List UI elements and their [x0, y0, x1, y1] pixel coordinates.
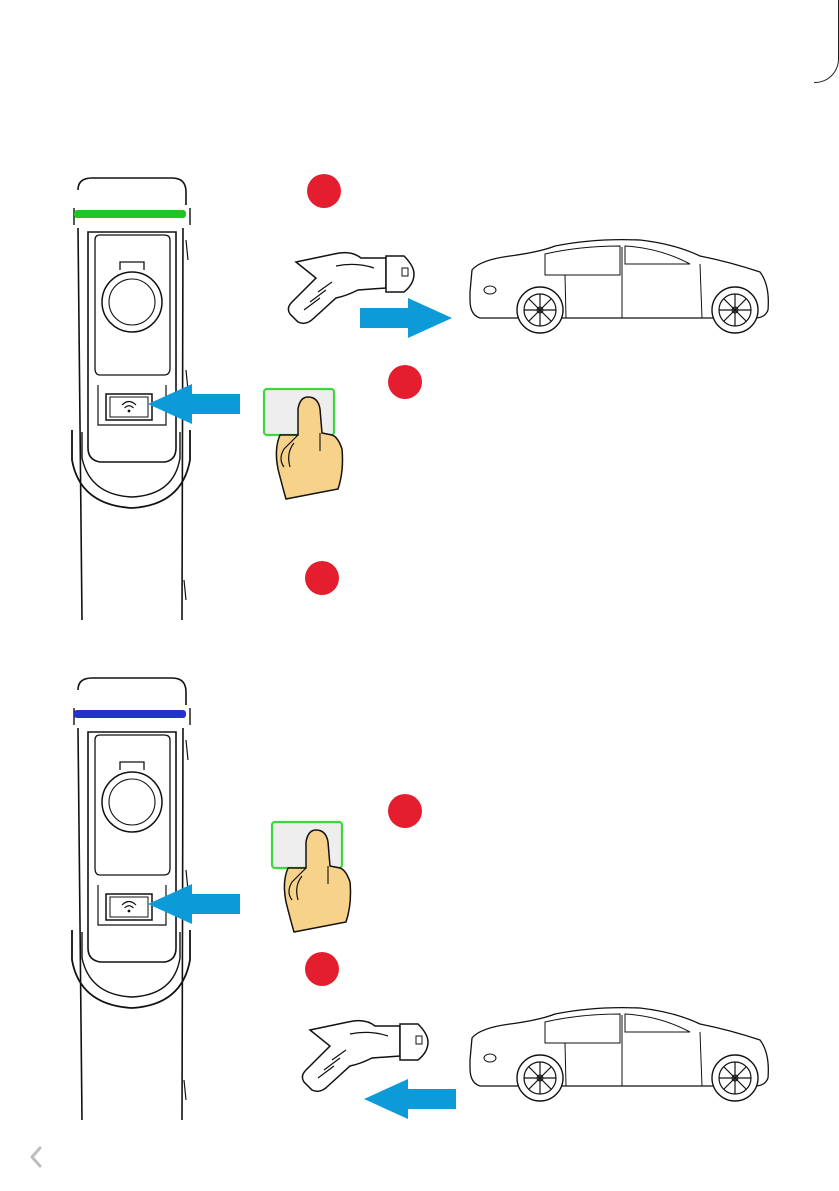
- car-icon: [470, 240, 768, 333]
- step-marker-1: [307, 174, 341, 208]
- car-icon: [470, 1008, 768, 1101]
- start-charging-panel: [72, 174, 768, 620]
- charging-plug-icon: [302, 1021, 428, 1092]
- step-marker-1: [388, 794, 422, 828]
- card-to-reader-arrow: [148, 384, 240, 424]
- card-to-reader-arrow: [148, 884, 240, 924]
- status-led-blue: [74, 710, 186, 718]
- plug-to-car-arrow: [360, 298, 452, 338]
- step-marker-3: [305, 561, 339, 595]
- rfid-card-hand-icon: [272, 822, 351, 932]
- plug-from-car-arrow: [364, 1079, 456, 1119]
- step-marker-2: [388, 365, 422, 399]
- status-led-green: [74, 210, 186, 218]
- chevron-left-icon[interactable]: [22, 1143, 50, 1171]
- stop-charging-panel: [72, 678, 768, 1120]
- rfid-card-hand-icon: [264, 389, 343, 499]
- step-marker-2: [305, 952, 339, 986]
